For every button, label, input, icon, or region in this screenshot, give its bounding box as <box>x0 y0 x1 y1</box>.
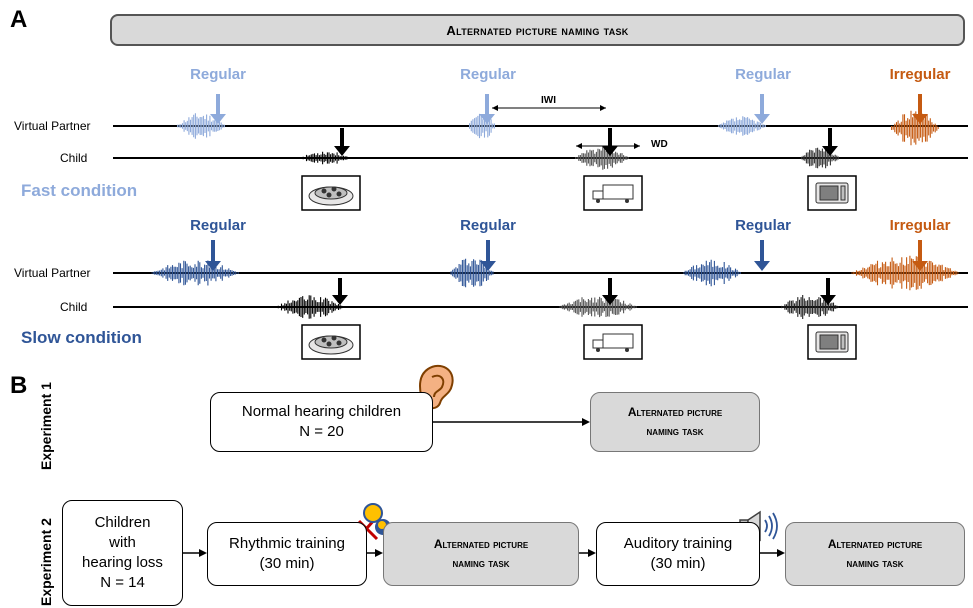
experiment-2-label: Experiment 2 <box>38 518 54 606</box>
task-line-1: Alternated picture <box>627 404 723 419</box>
fast-partner-wave-1 <box>177 113 225 139</box>
slow-irregular-arrow <box>912 240 928 271</box>
slow-label-2: Regular <box>460 217 516 234</box>
exp2-task-box-2: Alternated picture naming task <box>785 522 965 586</box>
exp2-task-box-1: Alternated picture naming task <box>383 522 579 586</box>
slow-condition-label: Slow condition <box>21 328 142 347</box>
wd-annotation <box>576 143 640 149</box>
exp1-task-box: Alternated picture naming task <box>590 392 760 452</box>
slow-child-wave-3 <box>781 295 839 319</box>
fast-regular-arrow-3 <box>754 94 770 124</box>
slow-child-arrow-3 <box>820 278 836 305</box>
group-line-2: with <box>109 533 136 551</box>
fast-truck-picture <box>583 175 643 211</box>
group-line-3: hearing loss <box>82 554 163 571</box>
fast-child-arrow-2 <box>602 128 618 156</box>
slow-child-arrow-1 <box>332 278 348 305</box>
slow-child-wave-1 <box>276 295 344 319</box>
fast-child-wave-2 <box>575 146 629 170</box>
flow-arrows <box>183 418 785 557</box>
hearing-loss-group-box: Children with hearing loss N = 14 <box>62 500 183 606</box>
fast-child-arrow-3 <box>822 128 838 156</box>
fast-child-wave-3 <box>801 147 839 169</box>
panel-a-letter: A <box>10 6 28 33</box>
fast-label-1: Regular <box>190 66 246 83</box>
fast-partner-label: Virtual Partner <box>14 119 91 133</box>
rhythmic-training-box: Rhythmic training (30 min) <box>207 522 367 586</box>
slow-partner-wave-1 <box>151 260 239 286</box>
fast-partner-wave-2 <box>469 113 495 139</box>
slow-truck-picture <box>583 324 643 360</box>
fast-regular-arrow-1 <box>210 94 226 124</box>
fast-cake-picture <box>301 175 361 211</box>
group-name: Normal hearing children <box>241 402 402 420</box>
fast-child-label: Child <box>60 151 88 165</box>
slow-partner-wave-4 <box>851 255 959 291</box>
auditory-training-box: Auditory training (30 min) <box>596 522 760 586</box>
slow-partner-label: Virtual Partner <box>14 266 91 280</box>
rhythmic-line-1: Rhythmic training <box>229 534 345 552</box>
task2-line-1: Alternated picture <box>827 536 923 551</box>
iwi-label: IWI <box>541 95 556 106</box>
slow-regular-arrow-2 <box>480 240 496 271</box>
task2-line-2: naming task <box>846 556 904 570</box>
iwi-annotation <box>492 105 606 111</box>
rhythmic-line-2: (30 min) <box>259 555 315 572</box>
fast-child-wave-1 <box>301 151 349 165</box>
slow-label-4: Irregular <box>889 217 951 234</box>
slow-regular-arrow-1 <box>205 240 221 271</box>
group-line-4: N = 14 <box>100 574 145 592</box>
task-line-2: naming task <box>646 424 704 438</box>
fast-partner-wave-3 <box>718 116 766 136</box>
task1-line-2: naming task <box>452 556 510 570</box>
slow-label-3: Regular <box>735 217 791 234</box>
slow-microwave-picture <box>807 324 857 360</box>
slow-child-arrow-2 <box>602 278 618 305</box>
experiment-1-label: Experiment 1 <box>38 382 54 470</box>
auditory-line-2: (30 min) <box>650 555 706 572</box>
normal-hearing-group-box: Normal hearing children N = 20 <box>210 392 433 452</box>
group-line-1: Children <box>94 513 151 531</box>
fast-microwave-picture <box>807 175 857 211</box>
slow-child-label: Child <box>60 300 88 314</box>
fast-partner-wave-4 <box>891 110 939 146</box>
fast-irregular-arrow <box>912 94 928 124</box>
slow-child-wave-2 <box>559 296 637 318</box>
fast-label-4: Irregular <box>889 66 951 83</box>
slow-label-1: Regular <box>190 217 246 234</box>
panel-b-letter: B <box>10 372 28 399</box>
slow-partner-wave-2 <box>450 258 494 288</box>
fast-regular-arrow-2 <box>479 94 495 124</box>
fast-label-2: Regular <box>460 66 516 83</box>
wd-label: WD <box>651 139 668 150</box>
fast-label-3: Regular <box>735 66 791 83</box>
task-banner: Alternated picture naming task <box>110 14 965 46</box>
fast-child-arrow-1 <box>334 128 350 156</box>
fast-condition-label: Fast condition <box>21 181 138 200</box>
slow-cake-picture <box>301 324 361 360</box>
group-n: N = 20 <box>299 423 344 440</box>
slow-partner-wave-3 <box>683 259 741 287</box>
slow-regular-arrow-3 <box>754 240 770 271</box>
auditory-line-1: Auditory training <box>623 534 733 552</box>
task1-line-1: Alternated picture <box>433 536 529 551</box>
